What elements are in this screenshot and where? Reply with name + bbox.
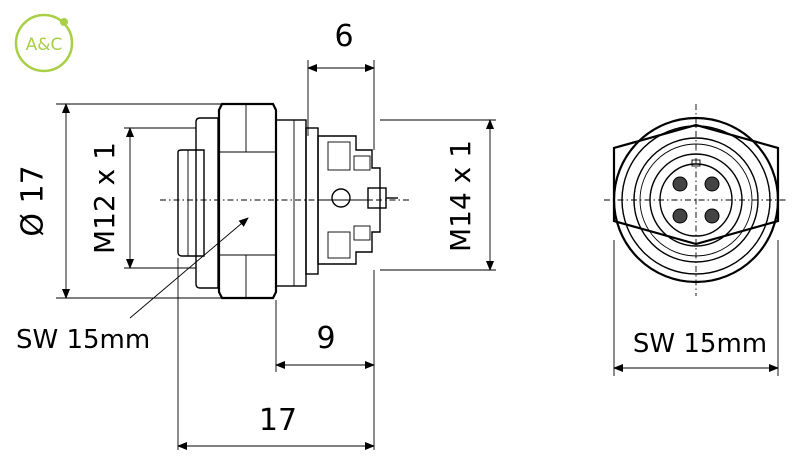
brand-logo: A&C [14, 13, 74, 73]
dim-diameter: Ø 17 [16, 103, 222, 299]
rear-body [275, 119, 307, 287]
contact-pin-2 [704, 176, 720, 192]
dim-thread-rear: M14 x 1 [380, 119, 496, 271]
leader-wrench-side: SW 15mm [16, 217, 249, 355]
dim-top-width: 6 [307, 19, 375, 150]
side-view [160, 102, 410, 300]
dim-mid-length-label: 9 [316, 321, 335, 356]
front-nose [177, 149, 205, 257]
contact-pin-3 [672, 208, 688, 224]
dim-mid-length: 9 [275, 270, 375, 372]
dim-thread-front-label: M12 x 1 [88, 142, 121, 254]
dim-top-width-label: 6 [334, 19, 353, 54]
front-flange [195, 117, 219, 289]
dim-wrench-front: SW 15mm [613, 240, 779, 376]
dim-total-length-label: 17 [259, 403, 297, 438]
contact-housing [317, 135, 381, 265]
dim-diameter-label: Ø 17 [16, 165, 51, 236]
contact-pin-4 [704, 208, 720, 224]
logo-ring [14, 13, 74, 73]
contact-pin-1 [672, 176, 688, 192]
dim-thread-rear-label: M14 x 1 [444, 140, 477, 252]
dim-thread-front: M12 x 1 [88, 127, 196, 269]
dim-total-length: 17 [177, 258, 375, 450]
front-hex [612, 123, 780, 246]
logo-dot [60, 18, 68, 26]
leader-wrench-side-label: SW 15mm [16, 325, 150, 355]
front-view [604, 104, 788, 296]
hex-nut [217, 102, 278, 300]
logo-text: A&C [26, 35, 63, 55]
dim-wrench-front-label: SW 15mm [633, 329, 767, 359]
